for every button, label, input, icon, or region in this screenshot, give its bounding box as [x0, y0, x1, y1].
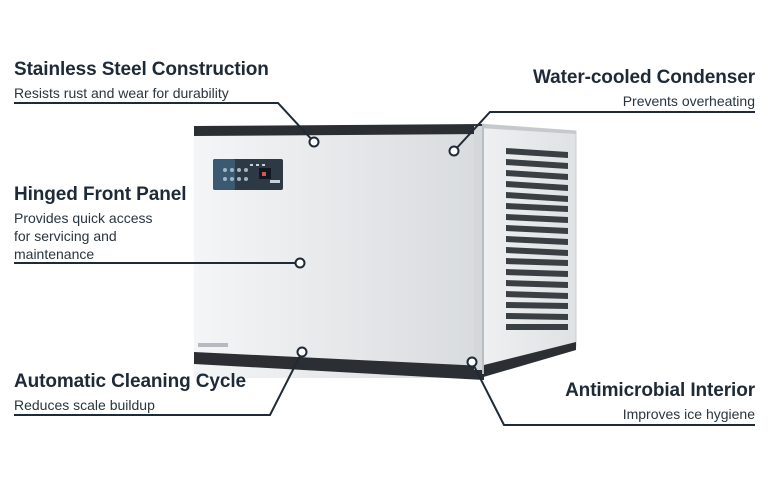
callout-title: Antimicrobial Interior	[565, 380, 755, 401]
leader-dot-icon	[448, 145, 460, 157]
callout-description-line: for servicing and	[14, 228, 117, 244]
callout-description: Prevents overheating	[622, 93, 755, 109]
callout-description: Resists rust and wear for durability	[14, 85, 229, 101]
callout-title: Automatic Cleaning Cycle	[14, 371, 246, 392]
leader-line-water-cooled	[453, 111, 755, 152]
callout-description: Improves ice hygiene	[622, 406, 755, 422]
leader-lines	[14, 102, 755, 426]
leader-dot-icon	[466, 356, 478, 368]
callout-automatic-cleaning-cycle: Automatic Cleaning Cycle Reduces scale b…	[14, 371, 246, 414]
callout-antimicrobial-interior: Antimicrobial Interior Improves ice hygi…	[565, 380, 755, 423]
callout-hinged-front-panel: Hinged Front Panel Provides quick access…	[14, 184, 186, 263]
vent-grille-icon	[506, 148, 568, 330]
callout-description-line: Provides quick access	[14, 210, 153, 226]
callout-description: Reduces scale buildup	[14, 397, 155, 413]
callout-water-cooled-condenser: Water-cooled Condenser Prevents overheat…	[533, 67, 755, 110]
callout-description: Provides quick access for servicing and …	[14, 209, 186, 263]
leader-line-stainless	[14, 102, 315, 143]
machine-side-panel	[479, 123, 577, 378]
callout-description-line: maintenance	[14, 246, 95, 262]
callout-title: Water-cooled Condenser	[533, 67, 755, 88]
callout-title: Stainless Steel Construction	[14, 59, 269, 80]
callout-title: Hinged Front Panel	[14, 184, 187, 205]
leader-dot-icon	[296, 346, 308, 358]
leader-line-antimicrobial	[471, 361, 755, 426]
leader-dot-icon	[294, 257, 306, 269]
leader-dot-icon	[308, 136, 320, 148]
leader-line-cleaning	[14, 351, 303, 416]
callout-stainless-steel: Stainless Steel Construction Resists rus…	[14, 59, 269, 102]
control-panel-icon	[213, 159, 283, 190]
